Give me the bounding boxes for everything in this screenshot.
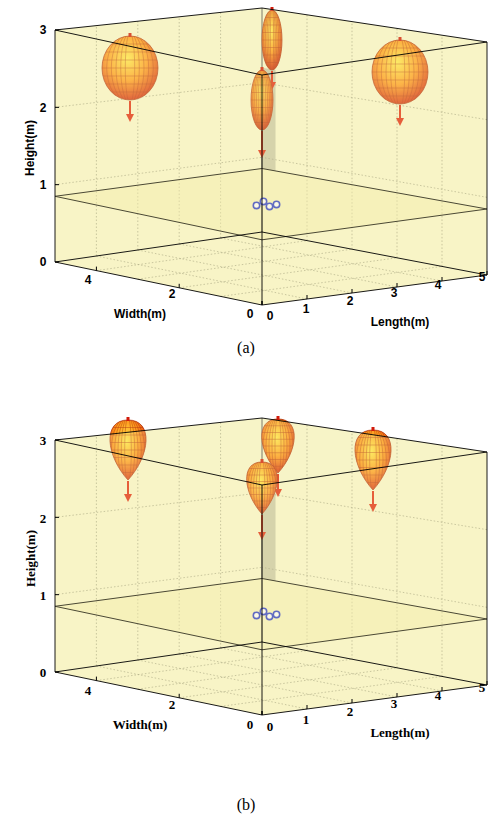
axis-label: 4	[85, 684, 92, 697]
axis-label: 4	[435, 279, 442, 291]
ceiling	[55, 8, 487, 75]
axis-label: 2	[169, 698, 176, 711]
panel-caption: (b)	[237, 797, 256, 813]
axis-label: 1	[40, 589, 47, 602]
front-wall	[55, 440, 262, 715]
axis-label: 2	[40, 102, 47, 114]
axis-label: Length(m)	[371, 316, 430, 328]
axis-label: 0	[267, 310, 274, 322]
axis-label: 3	[40, 434, 47, 447]
axis-label: 0	[267, 720, 274, 733]
axis-label: 0	[247, 308, 254, 320]
axis-label: 3	[391, 287, 398, 299]
front-wall	[55, 30, 262, 305]
axis-label: 0	[40, 666, 47, 679]
axis-title: Height(m)	[24, 120, 36, 176]
axis-label: 3	[40, 24, 47, 36]
axis-label: 4	[435, 689, 442, 702]
front-wall	[262, 452, 487, 715]
axis-label: 1	[303, 303, 310, 315]
axis-label: Width(m)	[114, 308, 166, 320]
axis-label: 0	[247, 718, 254, 731]
axis-label: 2	[347, 295, 354, 307]
axis-label: 5	[479, 271, 486, 283]
axis-label: 0	[40, 256, 47, 268]
axis-label: Length(m)	[370, 726, 429, 739]
axis-title: Height(m)	[24, 529, 37, 586]
axis-label: 2	[169, 288, 176, 300]
axis-label: 2	[347, 705, 354, 718]
panel-caption: (a)	[237, 340, 255, 356]
axis-label: 1	[303, 713, 310, 726]
axis-label: 4	[85, 274, 92, 286]
front-wall	[262, 42, 487, 305]
axis-label: 5	[479, 681, 486, 694]
ceiling	[55, 418, 487, 485]
axis-label: 1	[40, 179, 47, 191]
axis-label: Width(m)	[113, 718, 168, 731]
axis-label: 2	[40, 512, 47, 525]
axis-label: 3	[391, 697, 398, 710]
